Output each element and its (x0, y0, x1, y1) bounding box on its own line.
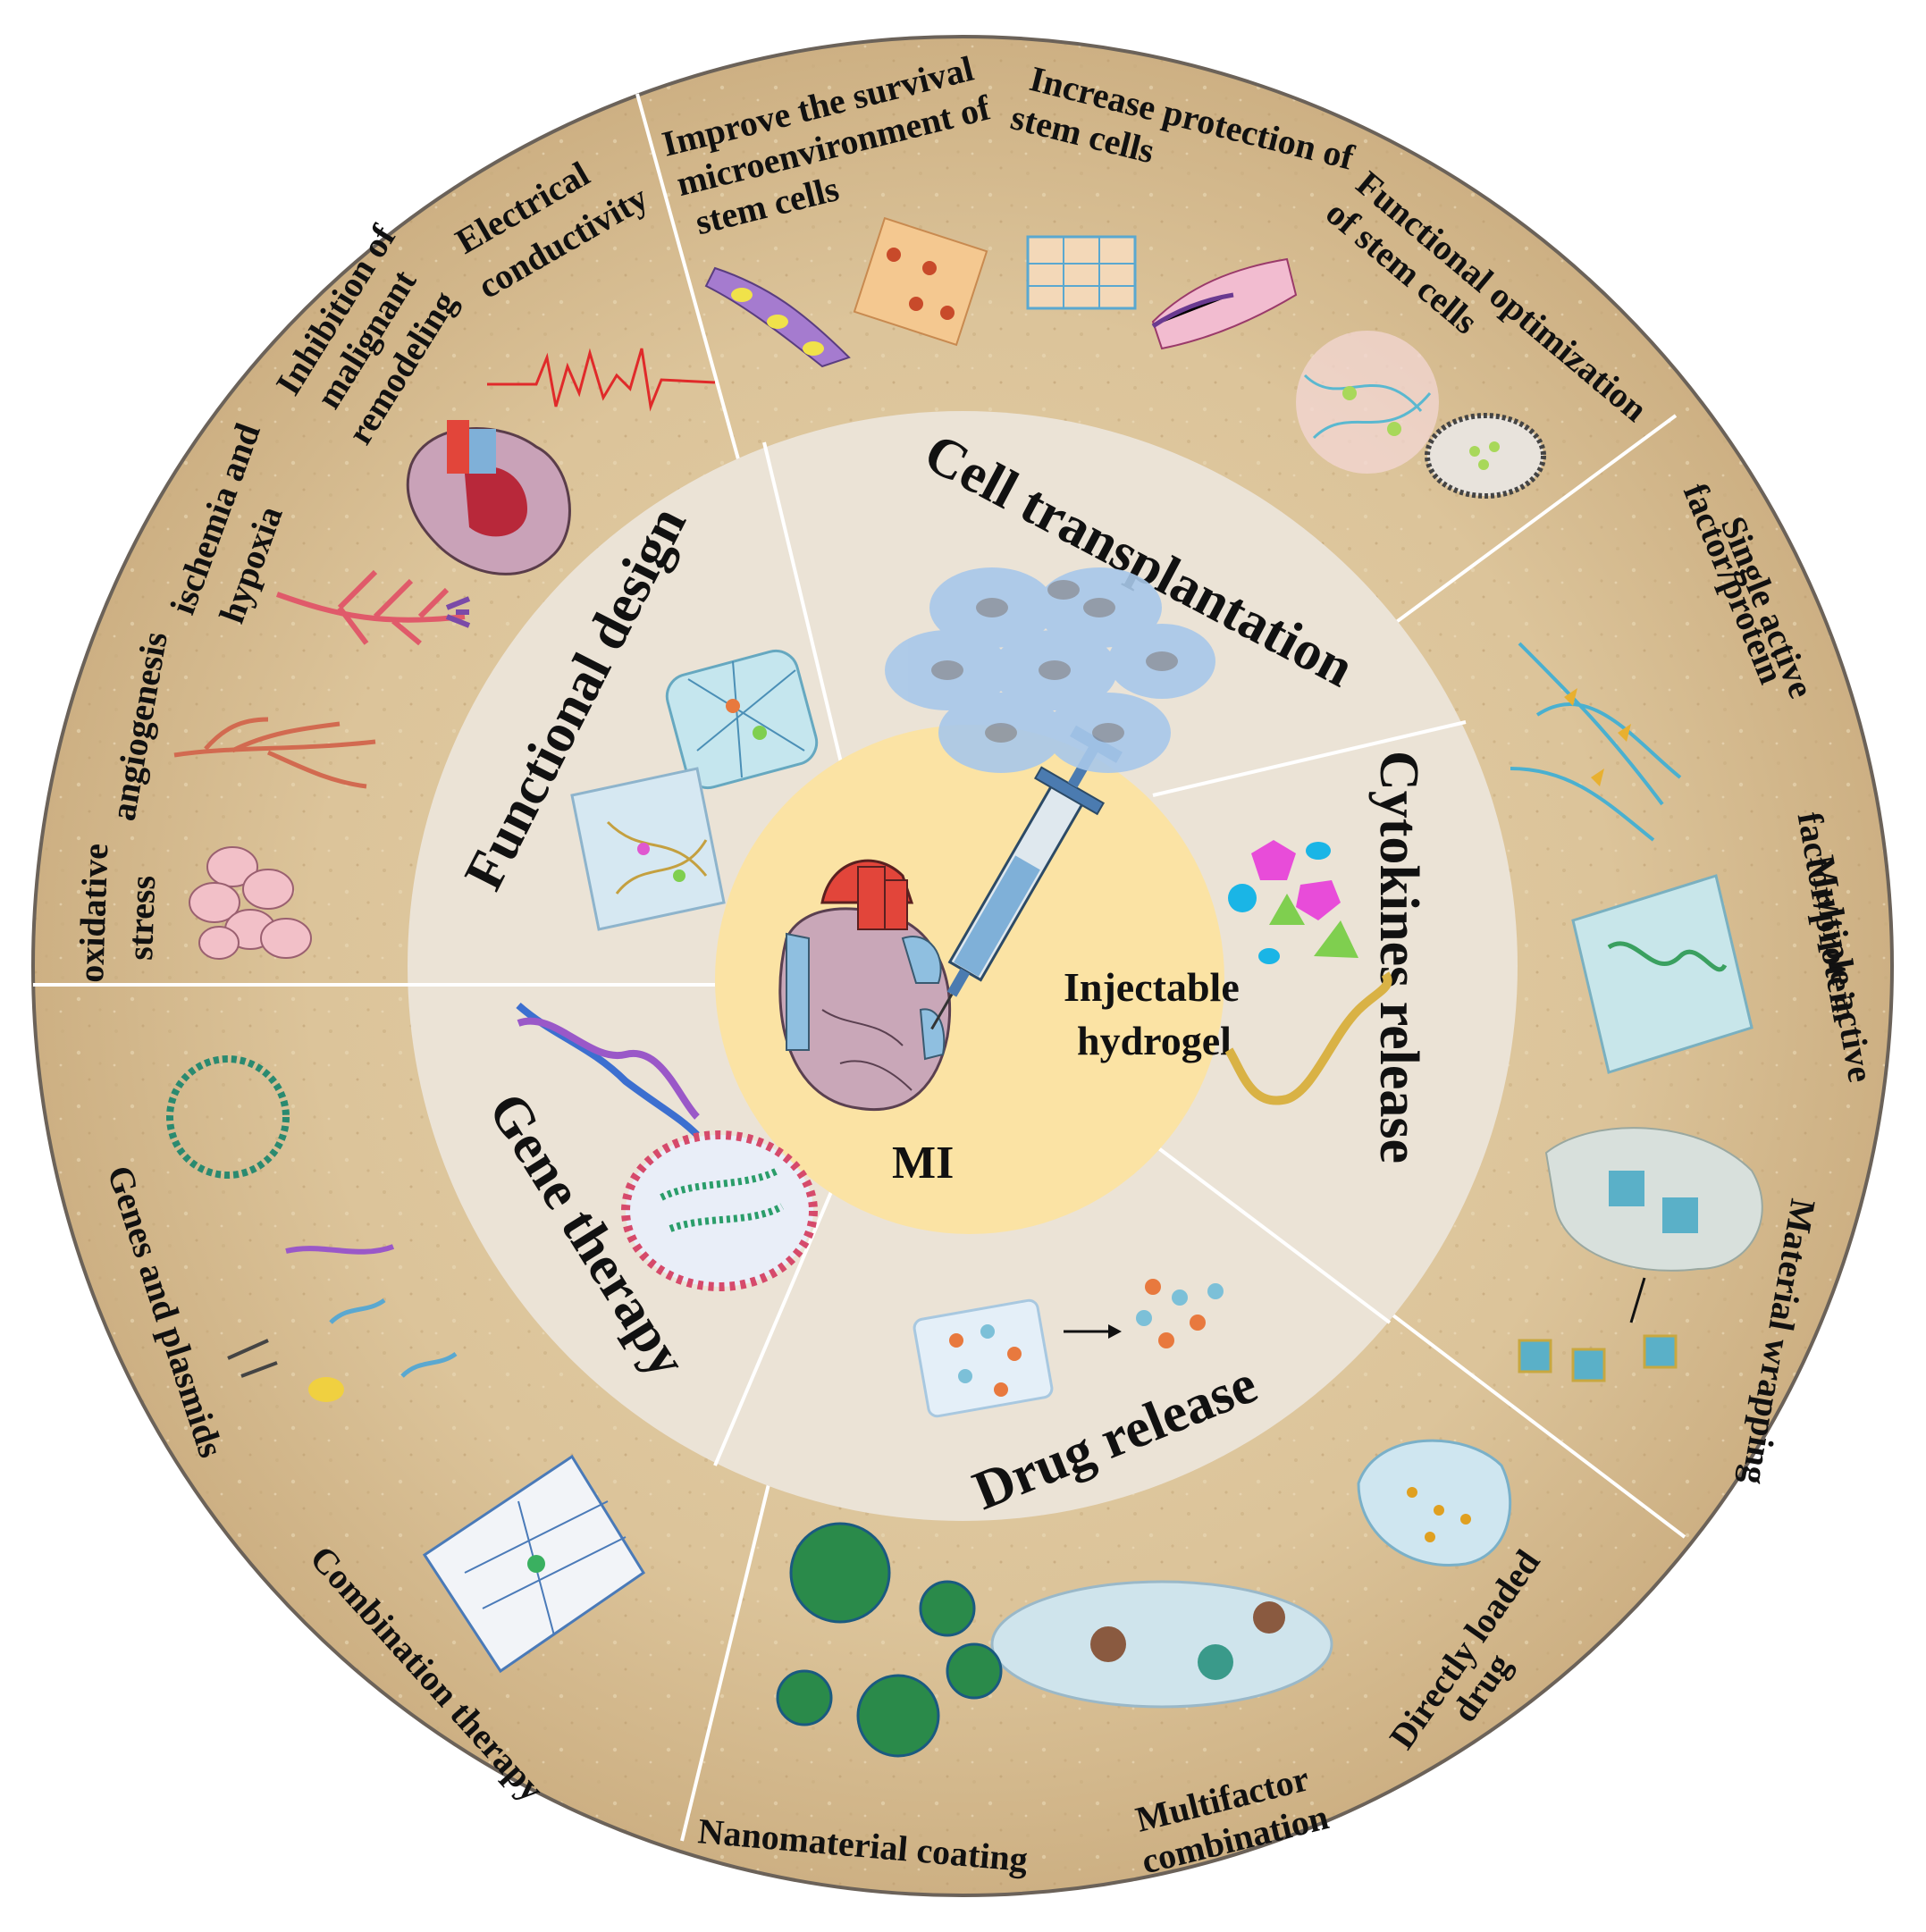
label-multifactor: Multifactor combination (1131, 1758, 1332, 1881)
microcapsule-icon (1425, 413, 1546, 499)
cell-cluster-icon (885, 567, 1215, 773)
hydrogel-cube-icon (570, 649, 819, 931)
combination-gel-icon (422, 1454, 646, 1674)
plasmid-ring-icon (166, 1055, 290, 1179)
label-oxidative-line1: oxidative (71, 843, 115, 983)
protected-cells-icon (1026, 235, 1137, 310)
cytokine-shapes-icon (1224, 840, 1392, 1105)
gene-process-icon (227, 1244, 458, 1402)
fiber-protein-icon (1510, 642, 1682, 842)
label-oxidative-line2: stress (120, 875, 163, 961)
heart-icon (778, 859, 952, 1111)
hydrogel-network-icon (1296, 331, 1439, 474)
middle-dividers (408, 441, 1467, 1466)
multifactor-dish-icon (990, 1580, 1333, 1709)
syringe-icon (930, 725, 1123, 1030)
blood-vessel-network-icon (275, 569, 471, 646)
cell-stress-icon (189, 846, 312, 960)
multi-factor-cube-icon (1571, 874, 1754, 1074)
dna-icon (516, 1002, 818, 1291)
branching-vessel-icon (173, 717, 376, 789)
label-oxidative-stress: oxidative stress (71, 843, 163, 983)
heart-anatomy-icon (406, 420, 571, 575)
drug-release-icon (913, 1279, 1224, 1418)
center-label-mi: MI (892, 1138, 954, 1189)
muscle-fiber-icon (1151, 257, 1298, 350)
ecg-wave-icon (487, 348, 716, 412)
nanomaterial-sphere-icon (776, 1522, 1003, 1758)
section-cytokines-release: Cytokines release (1368, 751, 1429, 1163)
center-label-line2: hydrogel (1077, 1018, 1232, 1063)
center-label-line1: Injectable (1064, 964, 1240, 1010)
outer-ring-border (31, 35, 1894, 1897)
stem-cell-grid-icon (853, 216, 988, 347)
drug-loaded-gel-icon (1357, 1439, 1512, 1567)
material-wrapping-icon (1518, 1127, 1763, 1382)
center-circle (715, 725, 1224, 1234)
stem-cell-fiber-icon (704, 266, 851, 368)
